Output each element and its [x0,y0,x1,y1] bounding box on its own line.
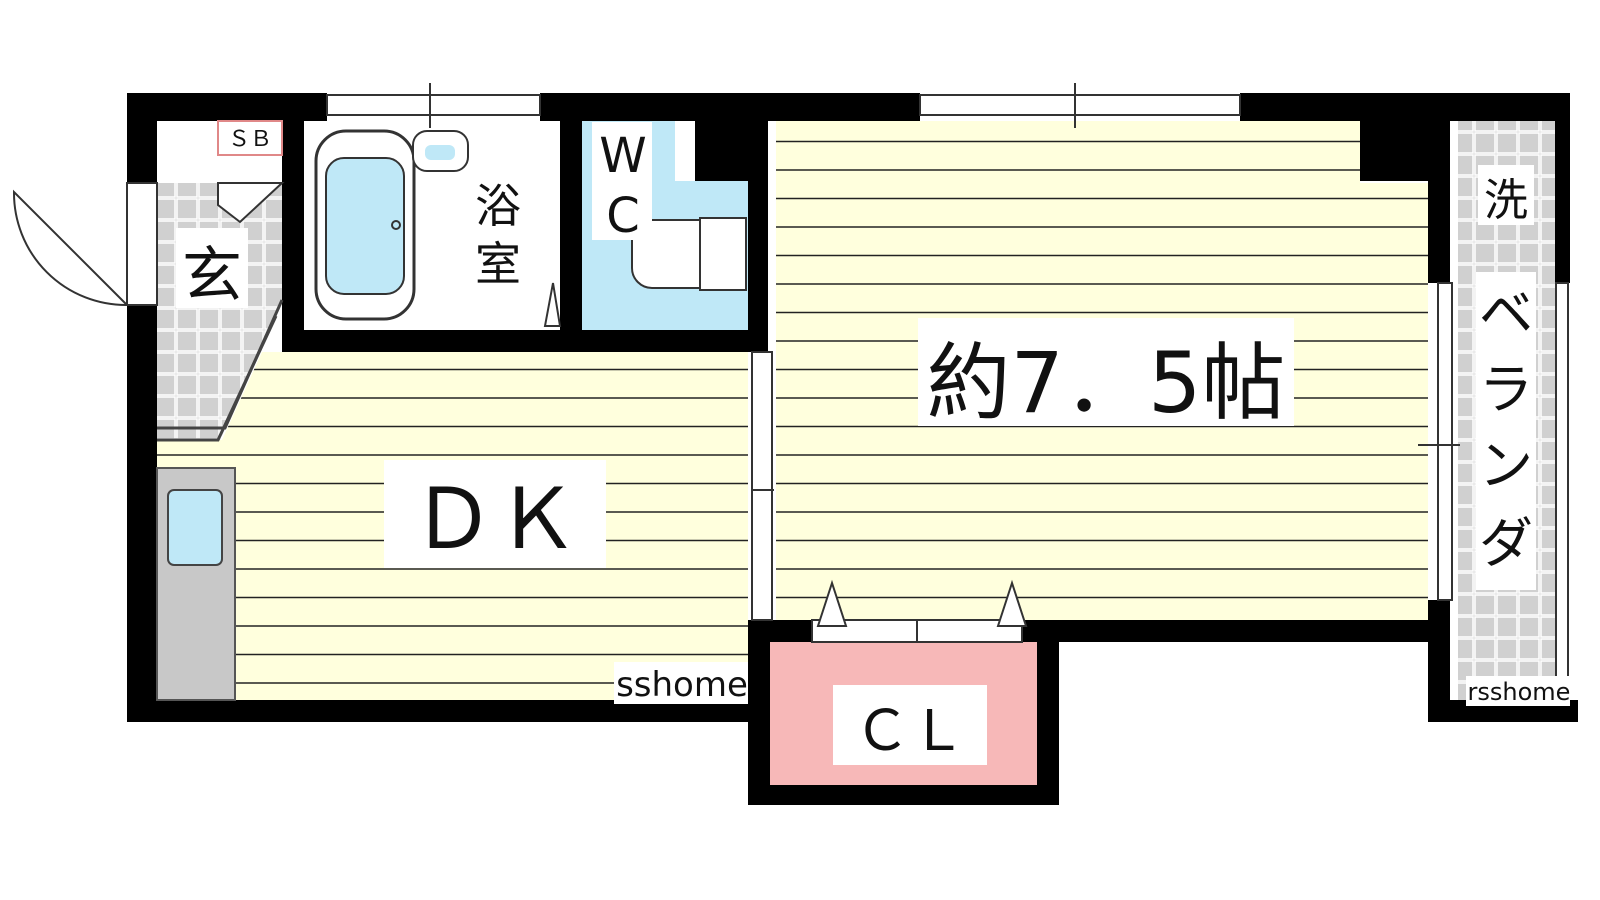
genkan-label: 玄 [182,241,242,311]
kitchen-sink [167,489,223,566]
closet-doors [543,282,1028,627]
dk-label: ＤＫ [411,470,579,568]
label-plates [176,122,1570,765]
bath-label-1: 浴 [475,179,521,233]
windows [326,83,1569,701]
veranda-label-4: ダ [1479,512,1533,575]
entry-door [12,182,158,307]
watermark-left: sshome [616,665,748,705]
veranda-label-1: ベ [1479,282,1533,345]
shoe-box [217,120,283,156]
watermark-right: rsshome [1468,678,1571,706]
veranda-label-2: ラ [1479,358,1533,421]
veranda-label-3: ン [1479,434,1533,497]
walls [127,93,1578,805]
sb-label: ＳＢ [228,127,272,152]
wc-label-1: W [599,128,646,184]
bath-label-2: 室 [475,237,521,291]
wc-label-2: C [606,188,640,244]
cl-label: ＣＬ [854,699,966,764]
laundry-label: 洗 [1484,175,1528,226]
main-room-label: 約7．5帖 [927,334,1286,432]
